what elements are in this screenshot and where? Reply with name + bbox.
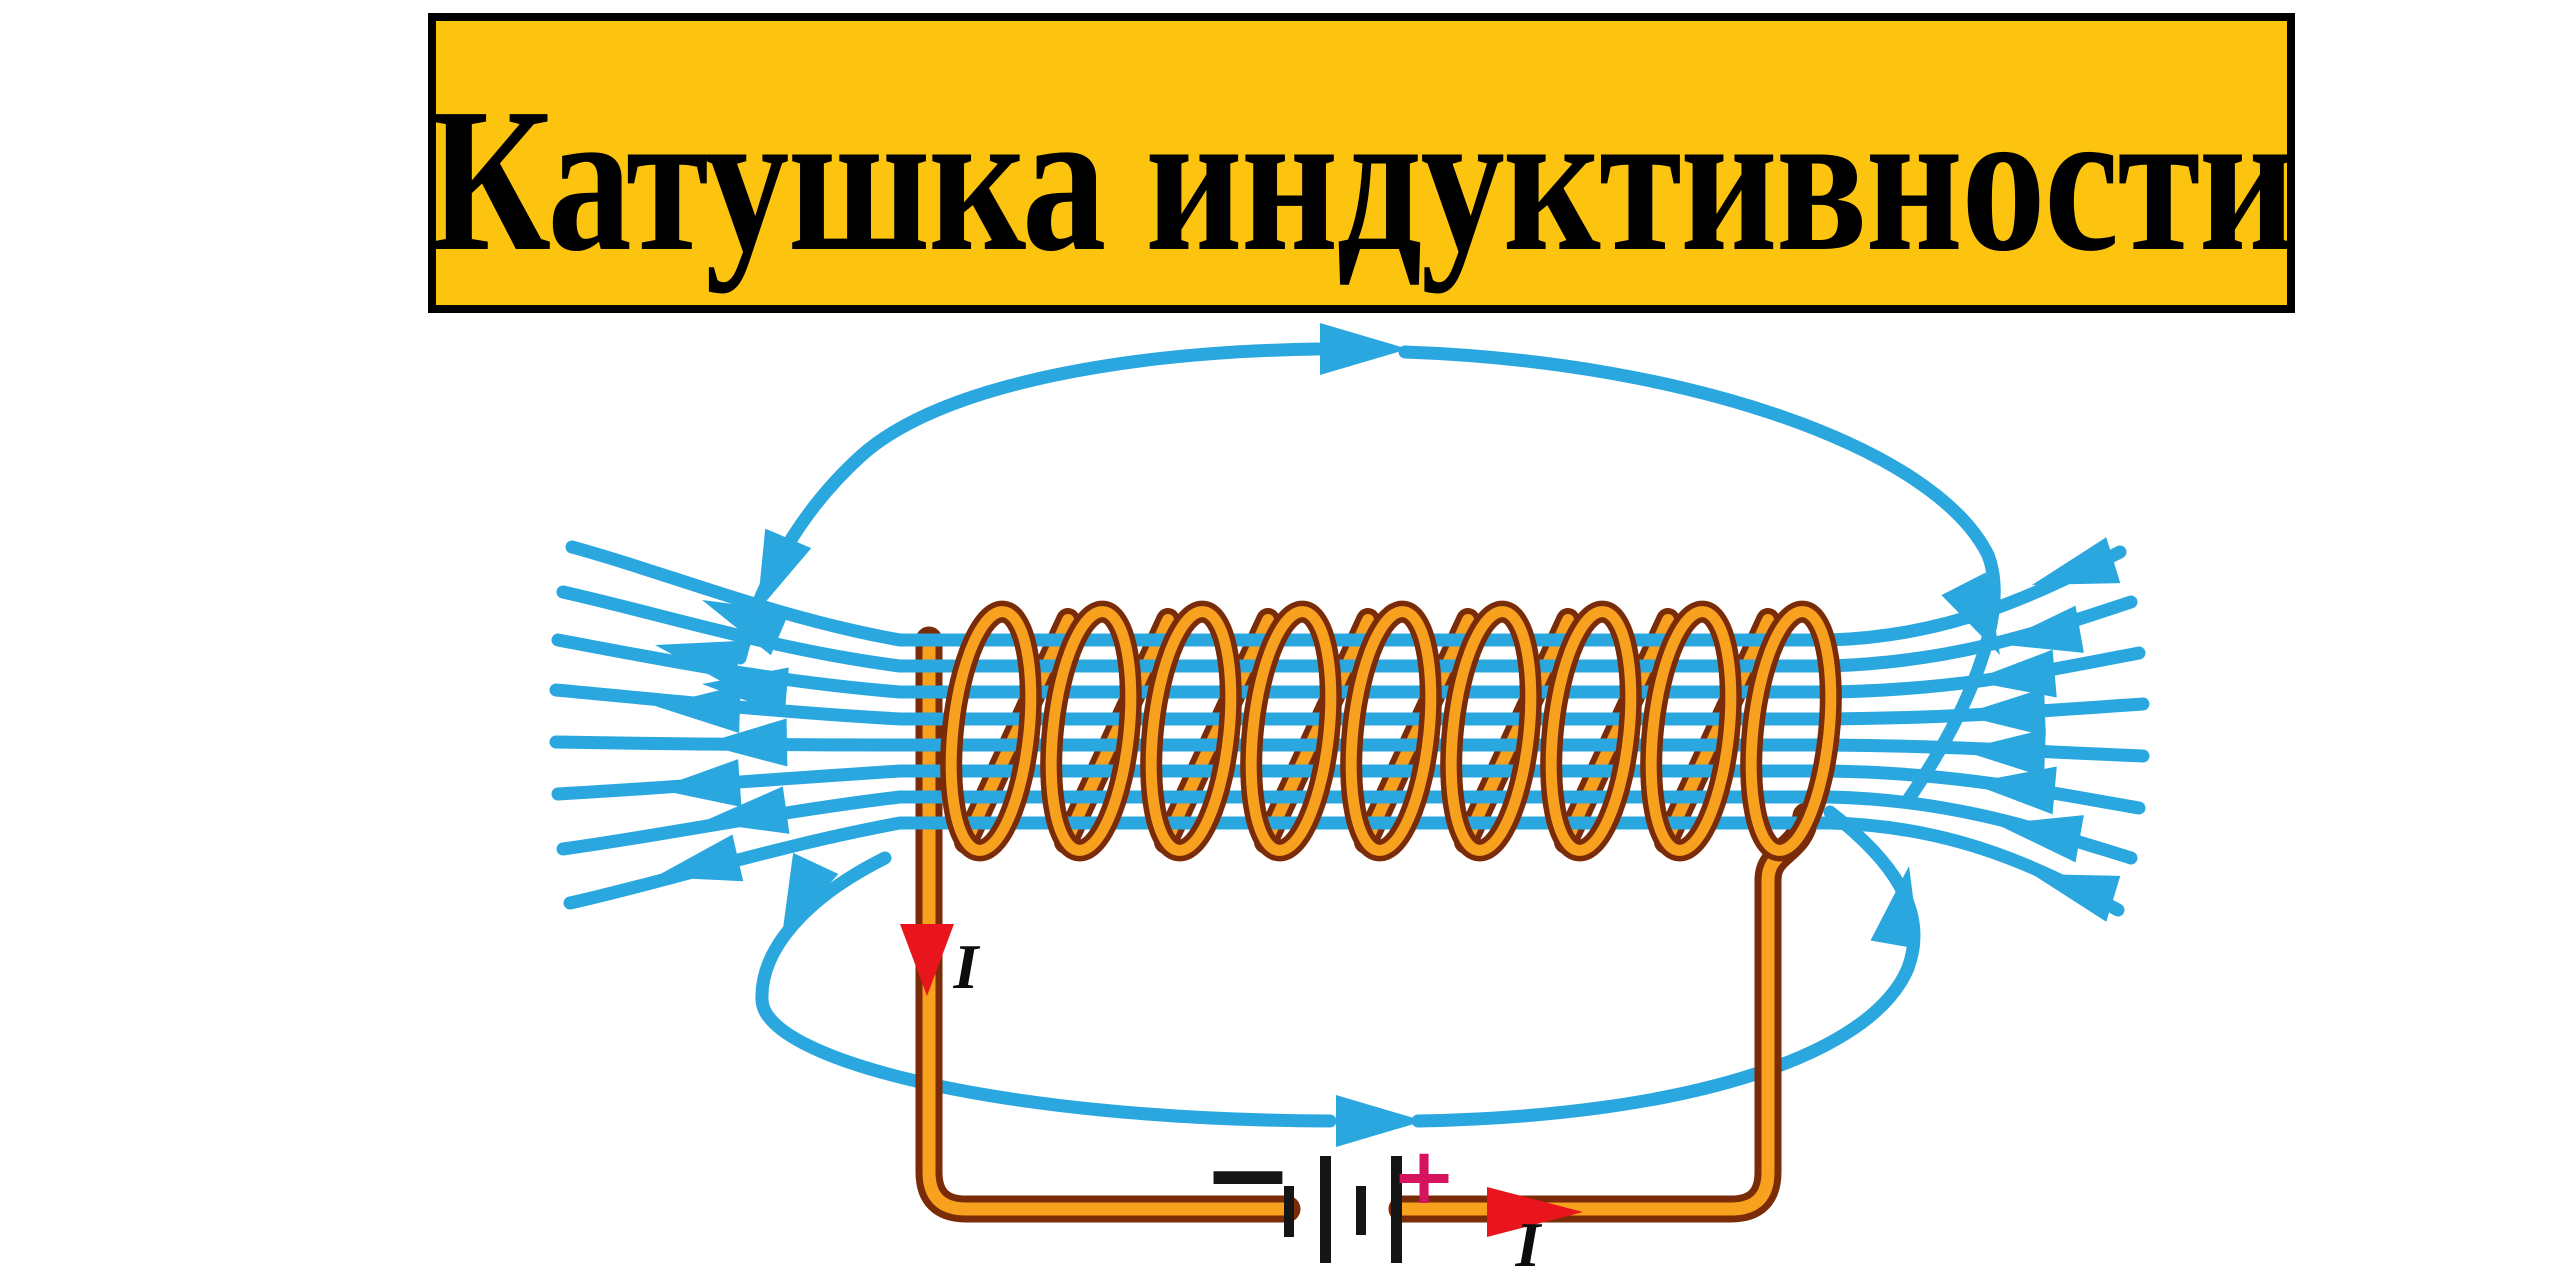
current-labels: I I — [953, 931, 1543, 1280]
field-arrowhead — [655, 759, 742, 808]
battery-plate-short — [1284, 1186, 1294, 1237]
coil-turn — [1340, 600, 1442, 862]
field-arrowhead — [702, 786, 790, 834]
battery-plate-long — [1320, 1156, 1331, 1263]
field-arrowhead — [1336, 1095, 1424, 1147]
circuit-wires — [915, 626, 1820, 1223]
right-wire-outline — [1388, 802, 1820, 1223]
field-arrowhead — [757, 528, 812, 612]
field-arrowhead — [1960, 688, 2046, 737]
coil-turn — [1540, 600, 1642, 862]
field-return-arc-top-right — [1398, 345, 2001, 807]
battery-plate-short — [1356, 1186, 1366, 1235]
coil-turn — [1240, 600, 1342, 862]
field-arrowhead — [1996, 815, 2084, 863]
page-title: Катушка индуктивности — [428, 65, 2296, 294]
field-return-arc-top-left — [733, 342, 1325, 665]
coil-turn — [1440, 600, 1542, 862]
current-arrow-right — [1487, 1187, 1583, 1237]
coil-back-segment — [960, 614, 1074, 848]
coil-turn — [1140, 600, 1242, 862]
field-arrowhead — [1941, 572, 2000, 655]
field-return-loops — [733, 342, 2001, 1128]
current-arrows — [900, 924, 1583, 1237]
field-arrowhead — [1970, 766, 2057, 815]
field-arrowhead — [702, 718, 788, 767]
field-arrowhead — [1970, 649, 2057, 698]
field-arrowhead — [2032, 537, 2121, 585]
coil-turn — [1040, 600, 1142, 862]
field-return-arc-bottom-left — [755, 851, 1337, 1128]
current-label-right: I — [1515, 1209, 1543, 1280]
field-direction-arrows — [655, 323, 2121, 1147]
coil-back-segment — [1060, 614, 1174, 848]
coil-back-turns — [954, 608, 1780, 854]
coil-winding — [940, 600, 1842, 862]
field-arrowhead — [1320, 323, 1408, 375]
left-wire — [922, 633, 1294, 1216]
coil-back-segment — [1360, 614, 1474, 848]
field-arrowhead — [702, 600, 790, 656]
battery-plus-label: + — [1391, 1132, 1456, 1222]
field-arrowhead — [702, 667, 789, 716]
field-arrowhead — [655, 684, 741, 733]
battery-symbol: − + — [1202, 1110, 1457, 1263]
coil-turn — [1740, 600, 1842, 862]
coil-back-segment — [1560, 614, 1674, 848]
field-arrowhead — [655, 640, 744, 688]
current-arrow-down — [900, 924, 954, 996]
coil-turn — [1640, 600, 1742, 862]
current-label-left: I — [953, 931, 981, 1002]
field-arrowhead — [2032, 874, 2121, 922]
coil-turn — [940, 600, 1042, 862]
field-arrowhead — [1870, 866, 1920, 950]
coil-back-segment — [1660, 614, 1774, 848]
right-wire — [1395, 809, 1813, 1216]
title-banner: Катушка индуктивности — [428, 13, 2296, 313]
coil-back-segment — [1160, 614, 1274, 848]
field-line — [565, 540, 2127, 647]
field-arrowhead — [1996, 605, 2084, 653]
coil-back-segment — [1460, 614, 1574, 848]
field-arrowhead — [782, 852, 839, 936]
field-line — [563, 816, 2125, 917]
battery-minus-label: − — [1202, 1110, 1294, 1238]
coil-back-segment — [1260, 614, 1374, 848]
battery-plate-long — [1391, 1156, 1402, 1263]
field-arrowhead — [655, 834, 744, 882]
field-return-arc-bottom-right — [1411, 805, 1921, 1128]
field-arrowhead — [1960, 728, 2046, 777]
